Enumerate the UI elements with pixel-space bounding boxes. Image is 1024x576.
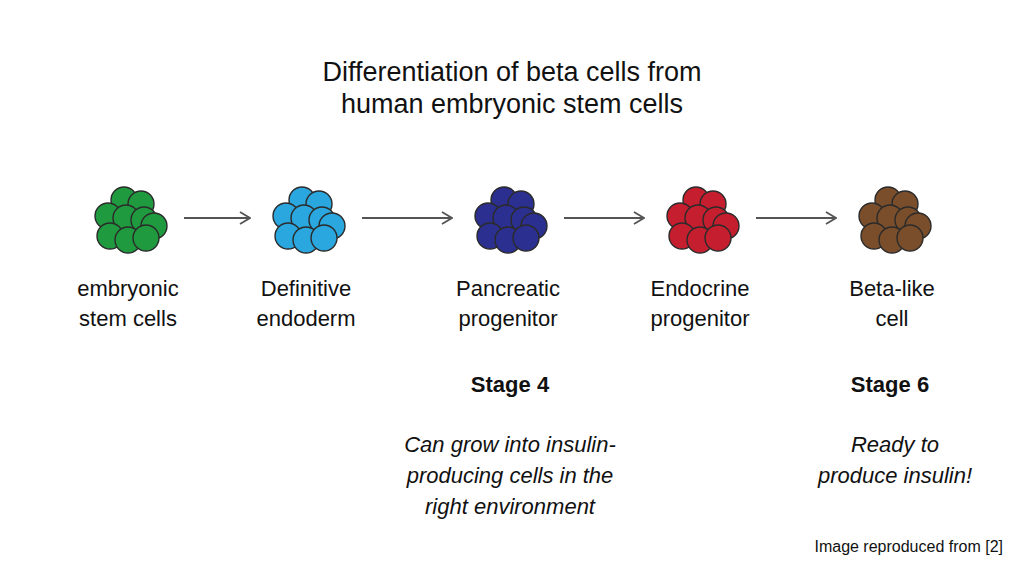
cell-cluster-graphic	[86, 186, 170, 258]
stage-name: Definitive endoderm	[241, 274, 371, 334]
cell-circle	[897, 225, 923, 251]
stage-name: embryonic stem cells	[63, 274, 193, 334]
cell-cluster-graphic	[850, 186, 934, 258]
cell-cluster-graphic	[264, 186, 348, 258]
cell-cluster: Beta-like cell	[836, 186, 948, 258]
cell-circle	[133, 225, 159, 251]
stage-note: Ready to produce insulin!	[814, 429, 976, 491]
arrow-connector	[756, 217, 836, 219]
cell-cluster: embryonic stem cells	[72, 186, 184, 258]
stage-number: Stage 6	[810, 370, 970, 400]
stage-name: Beta-like cell	[837, 274, 947, 334]
cell-cluster: Definitive endoderm	[250, 186, 362, 258]
stage-number: Stage 4	[430, 370, 590, 400]
source-credit: Image reproduced from [2]	[660, 536, 1003, 558]
cell-circle	[513, 225, 539, 251]
diagram-title: Differentiation of beta cells from human…	[282, 56, 742, 120]
arrow-connector	[184, 217, 250, 219]
cell-cluster: Endocrine progenitor	[644, 186, 756, 258]
cell-circle	[705, 225, 731, 251]
cell-cluster-graphic	[658, 186, 742, 258]
stage-name: Pancreatic progenitor	[443, 274, 573, 334]
stage-name: Endocrine progenitor	[635, 274, 765, 334]
stage-note: Can grow into insulin- producing cells i…	[390, 429, 630, 522]
cell-circle	[311, 225, 337, 251]
cell-cluster-graphic	[466, 186, 550, 258]
arrow-connector	[564, 217, 644, 219]
arrow-connector	[362, 217, 452, 219]
cell-cluster: Pancreatic progenitor	[452, 186, 564, 258]
